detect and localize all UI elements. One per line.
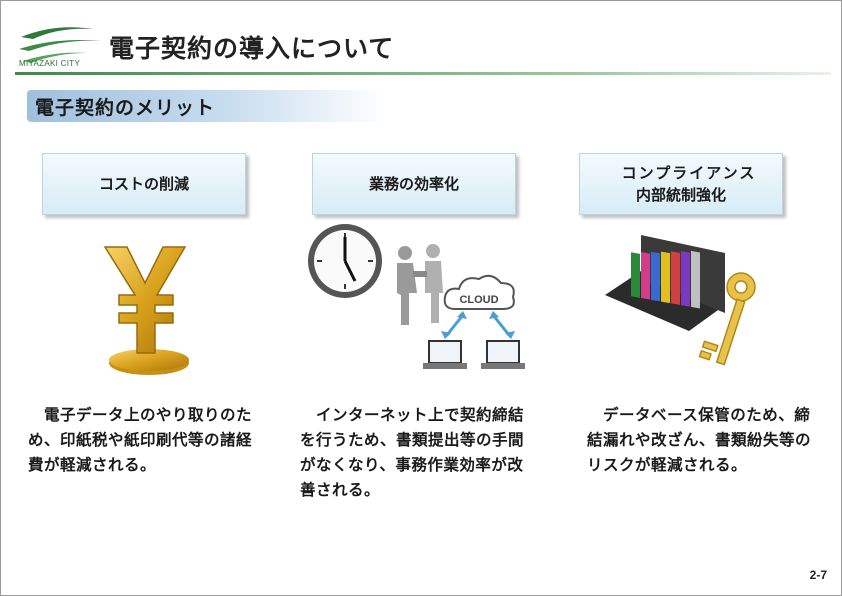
page-number: 2-7 — [809, 568, 827, 582]
benefit-heading-label: コンプライアンス — [621, 164, 757, 182]
yen-icon — [103, 246, 189, 375]
benefit-description-cost: 電子データ上のやり取りのため、印紙税や紙印刷代等の諸経費が軽減される。 — [28, 406, 253, 474]
clock-icon — [308, 224, 382, 298]
handshake-figures-icon — [397, 244, 443, 325]
laptop-icon — [423, 340, 467, 369]
benefit-description-efficiency: インターネット上で契約締結を行うため、書類提出等の手間がなくなり、事務作業効率が… — [300, 406, 525, 499]
benefit-heading-label: コストの削減 — [98, 175, 189, 193]
benefit-heading-label: 業務の効率化 — [368, 175, 459, 193]
section-band — [27, 90, 387, 122]
benefit-heading-efficiency: 業務の効率化 — [312, 153, 516, 215]
laptop-binders-icon — [605, 235, 725, 331]
laptop-key-icon — [605, 235, 756, 366]
cloud-label: CLOUD — [459, 294, 498, 306]
benefit-heading-label: 内部統制強化 — [635, 186, 726, 204]
miyazaki-city-logo-icon — [19, 27, 101, 63]
page-title: 電子契約の導入について — [109, 34, 395, 63]
cloud-icon: CLOUD — [443, 274, 515, 310]
benefit-heading-cost: コストの削減 — [42, 153, 246, 215]
laptop-icon — [481, 340, 525, 369]
logo-text: MIYAZAKI CITY — [19, 59, 81, 68]
benefit-heading-compliance: コンプライアンス 内部統制強化 — [579, 153, 783, 215]
key-icon — [698, 272, 756, 366]
benefit-description-compliance: データベース保管のため、締結漏れや改ざん、書類紛失等のリスクが軽減される。 — [587, 406, 812, 474]
section-title: 電子契約のメリット — [35, 97, 216, 119]
clock-handshake-cloud-icon: CLOUD — [308, 224, 525, 369]
title-divider — [15, 72, 831, 75]
